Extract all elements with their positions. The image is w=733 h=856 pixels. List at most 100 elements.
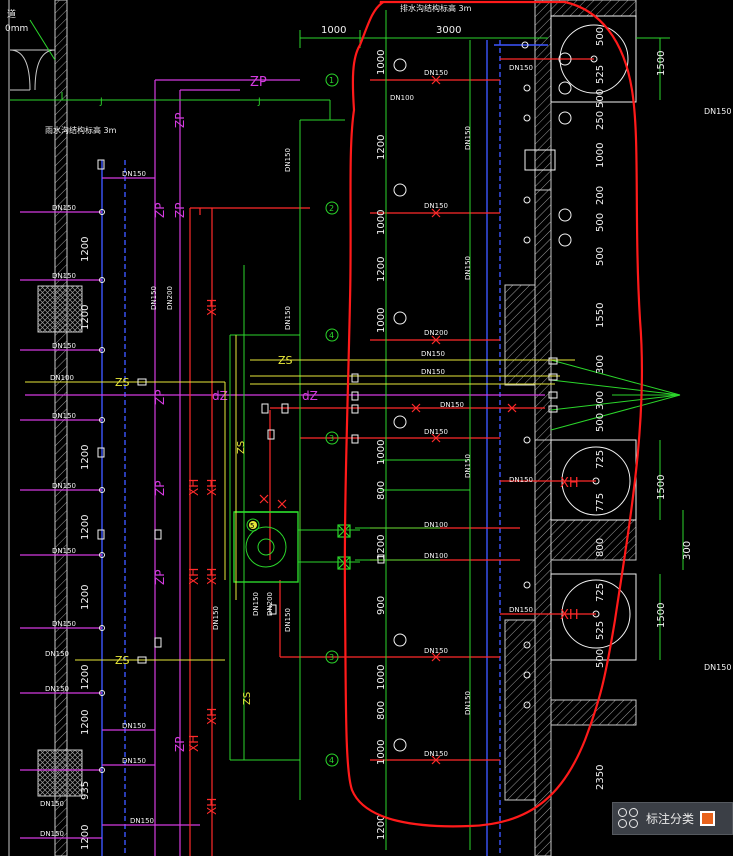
pipe-size-label: DN100 <box>424 521 448 529</box>
pipe-size-label: DN150 <box>424 750 448 758</box>
pipe-size-label: DN150 <box>45 685 69 693</box>
markup-annotation-loop <box>343 0 644 828</box>
right-dim: 250 <box>595 111 606 130</box>
zp-label-v1: ZP <box>173 113 187 128</box>
left-dim: 1200 <box>80 665 91 690</box>
pipe-size-label: DN150 <box>284 148 292 172</box>
pipe-size-label: DN150 <box>252 592 260 616</box>
pipe-size-label: DN150 <box>464 256 472 280</box>
zp-label-v6: ZP <box>153 570 167 585</box>
right-dim: 800 <box>595 538 606 557</box>
red-pipes <box>189 58 596 856</box>
xh-label-3: XH <box>205 479 219 496</box>
toolbar-label: 标注分类 <box>646 812 695 826</box>
right-dim: 500 <box>595 27 606 46</box>
pipe-size-label: DN150 <box>40 830 64 838</box>
pipe-size-label: DN150 <box>52 547 76 555</box>
zp-label-v7: ZP <box>173 737 187 752</box>
blue-pipes <box>101 40 548 856</box>
zs-label-3: ZS <box>115 654 130 667</box>
left-dim: 1200 <box>80 515 91 540</box>
right-dim: 775 <box>595 493 606 512</box>
center-dim: 1000 <box>376 440 387 465</box>
xh-label-2: XH <box>187 479 201 496</box>
zp-label-top: ZP <box>250 75 267 90</box>
xh-label-4: XH <box>187 568 201 585</box>
pipe-size-label: DN150 <box>150 286 158 310</box>
zp-label-v4: ZP <box>153 390 167 405</box>
top-level-note: 排水沟结构标高 3m <box>400 3 472 13</box>
left-dim: 935 <box>80 781 91 800</box>
pipe-size-label: DN150 <box>424 428 448 436</box>
dz-label-2: dZ <box>302 389 318 403</box>
zp-label-v3: ZP <box>173 203 187 218</box>
pipe-size-label: DN150 <box>52 272 76 280</box>
right-dim: 725 <box>595 583 606 602</box>
right-dim: 2350 <box>595 765 606 790</box>
dn150-right-2: DN150 <box>704 663 731 672</box>
right-big-dim: 1500 <box>656 51 667 76</box>
magenta-pipes <box>20 79 545 856</box>
pipe-size-label: DN150 <box>52 412 76 420</box>
xh-label-7: XH <box>187 735 201 752</box>
xh-label-8: XH <box>205 798 219 815</box>
xh-label-1: XH <box>205 299 219 316</box>
pipe-size-label: DN150 <box>509 476 533 484</box>
pipe-size-label: DN150 <box>122 757 146 765</box>
right-dim: 725 <box>595 450 606 469</box>
pipe-size-label: DN150 <box>52 204 76 212</box>
bubble-1: 1 <box>329 76 334 85</box>
j-label-2: J <box>257 97 261 107</box>
right-big-dim: 1500 <box>656 603 667 628</box>
pipe-size-label: DN150 <box>424 202 448 210</box>
far-right-dim: 300 <box>682 541 693 560</box>
bubble-6: 4 <box>329 756 334 765</box>
right-dim: 1000 <box>595 143 606 168</box>
pipe-size-label: DN150 <box>284 306 292 330</box>
bubble-3: 4 <box>329 331 334 340</box>
right-dim: 525 <box>595 65 606 84</box>
pipe-size-label: DN200 <box>166 286 174 310</box>
center-dim: 1000 <box>376 665 387 690</box>
pipe-size-label: DN100 <box>390 94 414 102</box>
corner-note: 0mm <box>5 24 28 34</box>
pipe-size-label: DN100 <box>424 552 448 560</box>
center-dim: 1200 <box>376 257 387 282</box>
pipe-size-label: DN150 <box>464 691 472 715</box>
bubble-7: 5 <box>250 522 254 530</box>
center-dim: 1200 <box>376 135 387 160</box>
bubble-4: 3 <box>329 434 334 443</box>
well-label-2: XH <box>560 608 579 623</box>
right-dim: 500 <box>595 213 606 232</box>
left-dim: 1200 <box>80 585 91 610</box>
pipe-size-label: DN150 <box>421 368 445 376</box>
right-dim: 500 <box>595 247 606 266</box>
category-icon <box>618 807 640 830</box>
left-dim: 1200 <box>80 305 91 330</box>
zp-label-v2: ZP <box>153 203 167 218</box>
zs-label-4: ZS <box>236 441 247 454</box>
pipe-size-label: DN100 <box>50 374 74 382</box>
j-label-1: J <box>99 97 103 107</box>
pipe-size-label: DN150 <box>45 650 69 658</box>
right-dim: 1550 <box>595 303 606 328</box>
annotation-category-button[interactable]: 标注分类 <box>612 802 733 835</box>
zs-label-5: ZS <box>242 692 253 705</box>
right-dim: 525 <box>595 621 606 640</box>
top-dim-2: 3000 <box>436 25 461 36</box>
pipe-size-label: DN150 <box>52 342 76 350</box>
color-swatch[interactable] <box>700 811 716 826</box>
xh-label-6: XH <box>205 708 219 725</box>
pipe-size-label: DN150 <box>52 620 76 628</box>
bubble-2: 2 <box>329 204 334 213</box>
right-dim: 500 <box>595 89 606 108</box>
left-dim: 1200 <box>80 710 91 735</box>
left-dim: 1200 <box>80 445 91 470</box>
pipe-size-label: DN150 <box>424 69 448 77</box>
zp-label-v5: ZP <box>153 481 167 496</box>
center-dim: 1200 <box>376 535 387 560</box>
center-dim: 800 <box>376 701 387 720</box>
right-dim: 200 <box>595 186 606 205</box>
left-dim: 1200 <box>80 237 91 262</box>
